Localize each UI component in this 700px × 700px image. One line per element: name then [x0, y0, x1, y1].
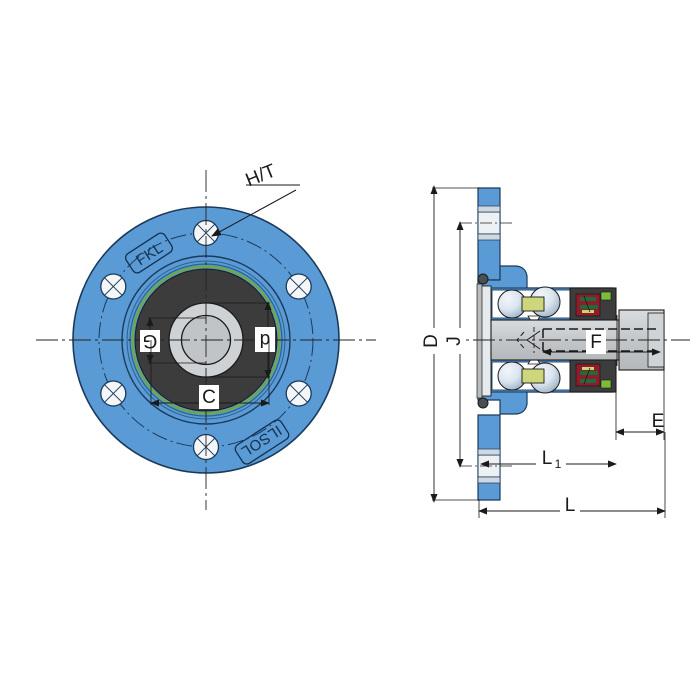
flange-bolt-chamfer-top-a: [477, 205, 501, 213]
dim-label-d: d: [260, 329, 271, 350]
flange-bolt-chamfer-bot-b: [477, 476, 501, 484]
back-face-edge: [476, 283, 483, 399]
bearing-cage: [521, 296, 545, 312]
section-dimensions: D J F E L 1 L: [415, 185, 666, 518]
bolt-hole: [285, 380, 312, 407]
dim-g: G: [140, 317, 206, 364]
flange-bolt-chamfer-top-b: [477, 233, 501, 241]
dim-d: d: [206, 301, 275, 379]
grease-nipple-top: [477, 273, 489, 285]
seal-detail-bottom: [575, 363, 612, 389]
flange-bolt-chamfer-bot-a: [477, 448, 501, 456]
ht-leader: [211, 184, 300, 237]
dim-label-L1-subscript: 1: [555, 457, 562, 471]
bolt-hole: [100, 273, 127, 300]
dim-label-c: C: [202, 387, 216, 408]
back-face-plate: [480, 285, 492, 397]
dim-label-ht: H/T: [243, 160, 280, 191]
dim-label-E: E: [652, 411, 665, 432]
front-view-group: FKL ILSOL H/T d: [36, 160, 376, 510]
dim-label-L1: L: [542, 448, 553, 469]
bolt-hole: [100, 380, 127, 407]
dim-label-L: L: [565, 495, 576, 516]
dim-label-F: F: [590, 332, 602, 353]
seal-detail-top: [575, 291, 612, 317]
dim-label-D: D: [421, 334, 442, 348]
grease-nipple-bottom: [477, 397, 489, 409]
dim-label-g: G: [143, 330, 158, 351]
dim-label-J: J: [444, 336, 465, 346]
bolt-hole: [285, 273, 312, 300]
bearing-cage: [521, 368, 545, 384]
dim-c: C: [150, 340, 270, 409]
